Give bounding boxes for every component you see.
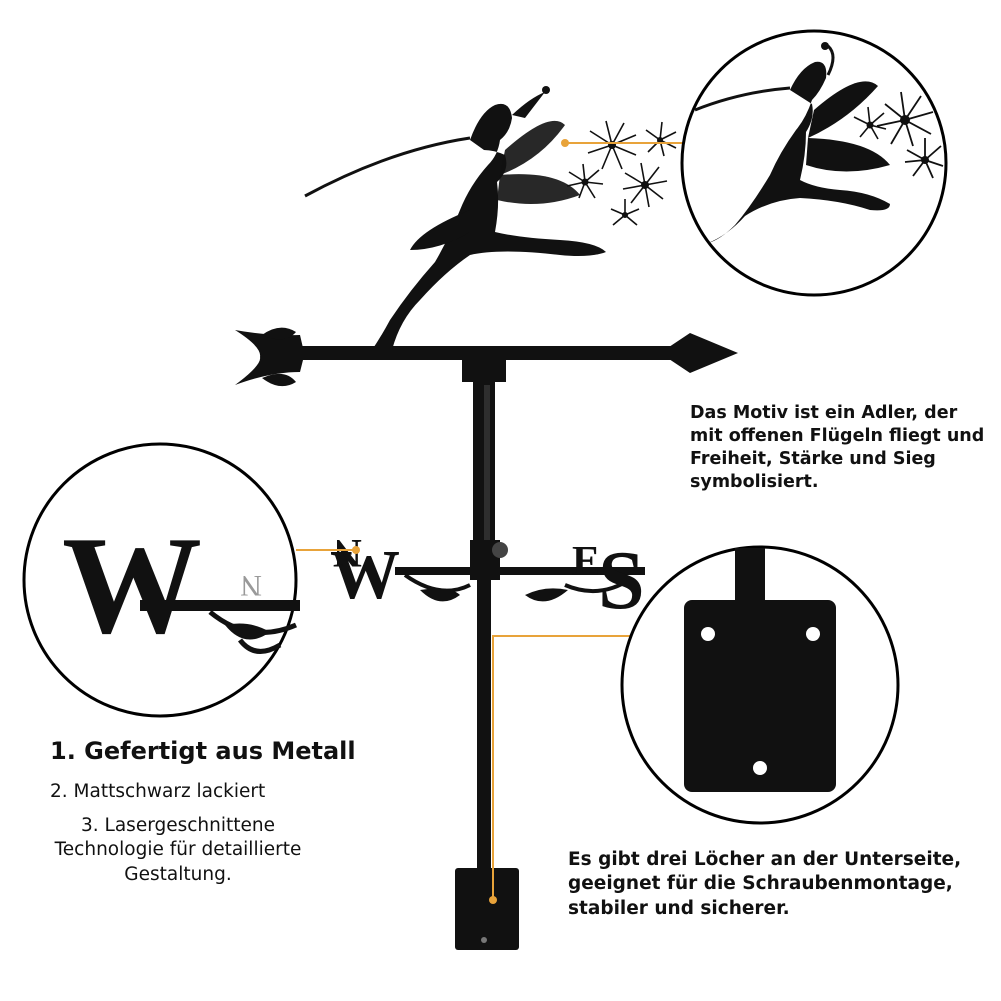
compass-letter-east: E (572, 539, 600, 585)
arrow-tail (235, 330, 303, 385)
zoom-west-letter: W (62, 508, 202, 663)
compass-letter-south: S (598, 534, 645, 627)
dandelion-seeds (566, 120, 677, 226)
fairy-silhouette (304, 86, 606, 350)
feature-3: 3. Lasergeschnittene Technologie für det… (54, 815, 302, 885)
compass-arms (395, 540, 645, 602)
mounting-plate (455, 868, 519, 950)
arrow-head (660, 333, 738, 373)
description-motif: Das Motiv ist ein Adler, der mit offenen… (690, 403, 985, 493)
zoom-circle-west-letter: W N (22, 442, 300, 718)
description-mounting-holes: Es gibt drei Löcher an der Unterseite, g… (568, 849, 962, 919)
zoom-circle-mounting-plate (620, 545, 900, 825)
feature-2: 2. Mattschwarz lackiert (50, 781, 266, 802)
feature-1: 1. Gefertigt aus Metall (50, 737, 356, 765)
callout-lines (296, 139, 685, 904)
arrow-bar (300, 346, 680, 360)
weathervane (235, 86, 738, 950)
zoom-circle-fairy (680, 29, 948, 297)
lower-pole (477, 555, 491, 875)
svg-text:N: N (240, 569, 262, 602)
